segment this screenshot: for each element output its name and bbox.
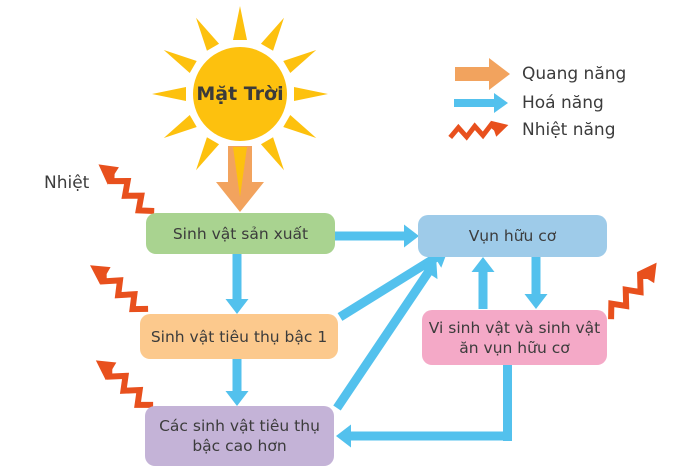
chemical-energy-arrows bbox=[225, 224, 548, 448]
node-decomposers-label-line1: Vi sinh vật và sinh vật bbox=[428, 318, 601, 337]
node-primary-consumer-label: Sinh vật tiêu thụ bậc 1 bbox=[150, 327, 328, 346]
legend-chemical-energy-label: Hoá năng bbox=[522, 93, 604, 113]
arrow-decomposers-to-higher bbox=[336, 424, 512, 448]
heat-arrow-decomposers bbox=[608, 262, 657, 320]
legend-heat-energy-label: Nhiệt năng bbox=[522, 120, 616, 140]
sun-rays-icon bbox=[152, 6, 328, 182]
arrow-higher-to-detritus bbox=[333, 260, 438, 411]
heat-arrows bbox=[90, 164, 657, 408]
node-higher-consumers-label-line2: bậc cao hơn bbox=[192, 437, 287, 455]
arrow-detritus-to-decomposers bbox=[524, 256, 548, 309]
node-detritus-label: Vụn hữu cơ bbox=[468, 227, 557, 245]
node-detritus: Vụn hữu cơ bbox=[418, 215, 607, 257]
node-decomposers: Vi sinh vật và sinh vật ăn vụn hữu cơ bbox=[422, 310, 607, 365]
node-primary-consumer: Sinh vật tiêu thụ bậc 1 bbox=[140, 314, 338, 359]
arrow-producer-to-primary bbox=[225, 254, 249, 314]
sun-icon bbox=[193, 47, 287, 141]
legend-glyphs bbox=[448, 58, 510, 141]
node-producer-label: Sinh vật sản xuất bbox=[172, 224, 309, 243]
node-higher-consumers-label-line1: Các sinh vật tiêu thụ bbox=[159, 417, 320, 435]
node-higher-consumers: Các sinh vật tiêu thụ bậc cao hơn bbox=[145, 406, 334, 466]
legend-heat-energy-icon bbox=[448, 120, 509, 141]
heat-note-label: Nhiệt bbox=[44, 173, 90, 193]
heat-arrow-higher bbox=[95, 360, 154, 408]
node-producer: Sinh vật sản xuất bbox=[146, 213, 335, 254]
node-decomposers-label-line2: ăn vụn hữu cơ bbox=[459, 338, 570, 357]
legend-light-energy-icon bbox=[455, 58, 510, 90]
heat-arrow-primary bbox=[90, 265, 149, 313]
heat-arrow-producer bbox=[98, 164, 155, 214]
arrow-decomposers-to-higher-vertical bbox=[503, 365, 512, 441]
arrow-primary-to-higher bbox=[225, 359, 249, 406]
sun-ray-overlay-icon bbox=[233, 147, 247, 197]
legend-light-energy-label: Quang năng bbox=[522, 64, 627, 84]
arrow-decomposers-to-detritus bbox=[471, 257, 495, 309]
arrow-producer-to-detritus bbox=[335, 224, 419, 248]
legend-chemical-energy-icon bbox=[454, 93, 508, 113]
sun-label: Mặt Trời bbox=[196, 83, 284, 105]
